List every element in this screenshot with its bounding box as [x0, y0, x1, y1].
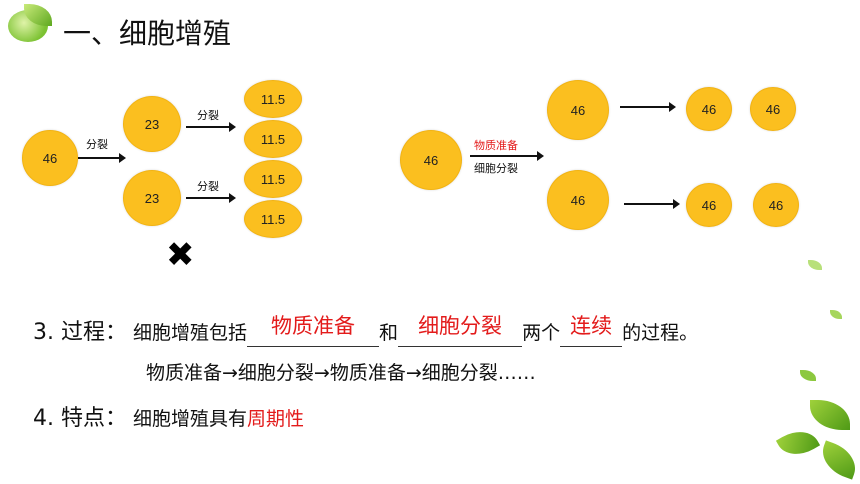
arrow-3	[186, 193, 236, 203]
cell-parent-right: 46	[400, 130, 462, 190]
feature-line: 4. 特点： 细胞增殖具有周期性	[33, 400, 304, 432]
blank-2: 细胞分裂	[398, 314, 523, 347]
page-title: 一、细胞增殖	[63, 17, 232, 50]
arrow-right-main	[470, 151, 544, 161]
cell-bottom-big: 46	[547, 170, 609, 230]
process-text-c: 两个	[522, 322, 561, 344]
split-label-1: 分裂	[86, 138, 108, 151]
arrow-bottom-right	[624, 199, 680, 209]
cell-grand-1: 11.5	[244, 80, 302, 118]
arrow-top-right	[620, 102, 676, 112]
arrow-1	[78, 153, 126, 163]
process-label: 3. 过程：	[33, 320, 127, 345]
feature-label: 4. 特点：	[33, 406, 127, 431]
cell-top-big: 46	[547, 80, 609, 140]
process-line: 3. 过程： 细胞增殖包括 物质准备 和细胞分裂两个连续的过程。	[33, 314, 698, 347]
cell-top-small-1: 46	[686, 87, 732, 131]
wrong-mark-icon: ✖	[166, 235, 195, 275]
cell-daughter-top: 23	[123, 96, 181, 152]
cell-grand-2: 11.5	[244, 120, 302, 158]
leaf-logo	[2, 4, 58, 48]
label-division: 细胞分裂	[474, 162, 518, 175]
cell-daughter-bottom: 23	[123, 170, 181, 226]
process-text-b: 和	[379, 322, 399, 344]
process-text-d: 的过程。	[622, 322, 699, 344]
cell-grand-3: 11.5	[244, 160, 302, 198]
cell-grand-4: 11.5	[244, 200, 302, 238]
process-sequence: 物质准备→细胞分裂→物质准备→细胞分裂……	[146, 362, 536, 384]
blank-1-answer: 物质准备	[271, 314, 356, 338]
feature-highlight: 周期性	[247, 408, 305, 430]
cell-parent-left: 46	[22, 130, 78, 186]
blank-3-answer: 连续	[570, 314, 613, 338]
cell-bottom-small-2: 46	[753, 183, 799, 227]
blank-2-answer: 细胞分裂	[418, 314, 503, 338]
leaves-decoration	[760, 250, 860, 484]
split-label-3: 分裂	[197, 180, 219, 193]
blank-3: 连续	[560, 314, 623, 347]
split-label-2: 分裂	[197, 109, 219, 122]
blank-1: 物质准备	[247, 314, 380, 347]
cell-top-small-2: 46	[750, 87, 796, 131]
arrow-2	[186, 122, 236, 132]
cell-bottom-small-1: 46	[686, 183, 732, 227]
label-prep: 物质准备	[474, 139, 518, 152]
feature-text: 细胞增殖具有	[133, 408, 248, 430]
process-text-a: 细胞增殖包括	[133, 322, 248, 344]
